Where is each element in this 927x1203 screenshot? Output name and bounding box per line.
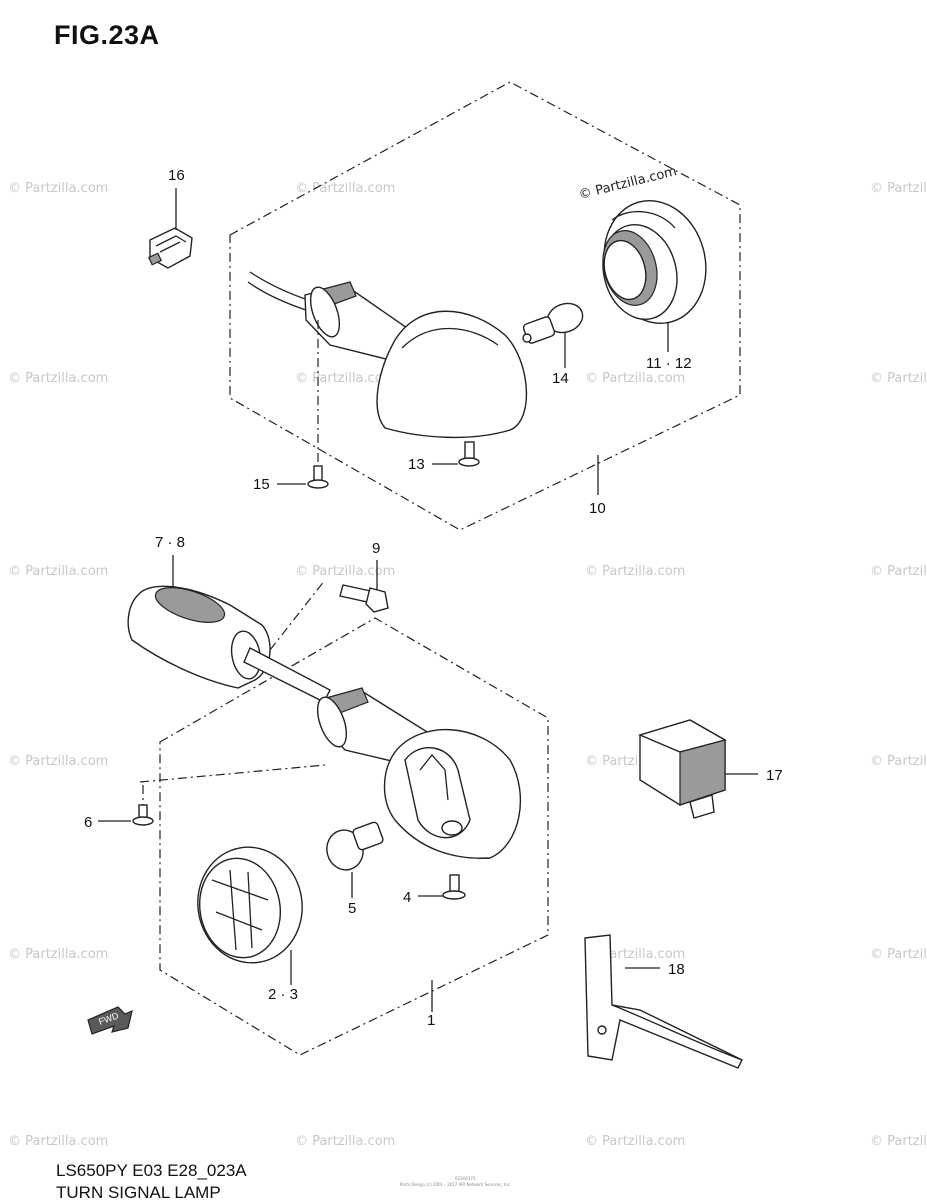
callout-17: 17	[766, 767, 783, 784]
watermark-text: © Partzilla.com	[870, 754, 927, 769]
callout-9: 9	[372, 540, 380, 557]
figure-title: FIG.23A	[54, 20, 160, 50]
callout-7-8: 7 · 8	[155, 534, 185, 551]
watermark-text: © Partzilla.com	[295, 181, 395, 196]
part-4-screw	[418, 874, 466, 900]
watermark-text: © Partzilla.com	[8, 947, 108, 962]
part-17-relay	[637, 719, 758, 819]
watermark-text: © Partzilla.com	[8, 564, 108, 579]
part-6-screw	[98, 785, 154, 826]
watermark-text: © Partzilla.com	[295, 1134, 395, 1149]
part-13-screw	[432, 441, 480, 467]
watermark-text: © Partzilla.com	[870, 181, 927, 196]
part-2-3-lens	[197, 846, 303, 985]
watermark-main: © Partzilla.com	[577, 164, 678, 203]
tiny-code: 023A0173	[455, 1176, 476, 1181]
callout-1: 1	[427, 1012, 435, 1029]
watermarks: © Partzilla.com © Partzilla.com © Partzi…	[8, 164, 927, 1149]
callout-14: 14	[552, 370, 569, 387]
watermark-text: © Partzilla.com	[870, 1134, 927, 1149]
watermark-text: © Partzilla.com	[295, 564, 395, 579]
callout-11-12: 11 · 12	[646, 355, 692, 372]
watermark-text: © Partzilla.com	[8, 371, 108, 386]
callout-15: 15	[253, 476, 270, 493]
watermark-text: © Partzilla.com	[585, 1134, 685, 1149]
watermark-text: © Partzilla.com	[295, 371, 395, 386]
section-name: TURN SIGNAL LAMP	[56, 1183, 221, 1202]
part-18-bracket	[584, 934, 743, 1069]
watermark-text: © Partzilla.com	[870, 947, 927, 962]
tiny-copyright: Parts Design (c) 2001 - 2017 ARI Network…	[400, 1182, 512, 1187]
watermark-text: © Partzilla.com	[870, 371, 927, 386]
fwd-arrow-icon: FWD	[87, 1006, 133, 1035]
watermark-text: © Partzilla.com	[585, 564, 685, 579]
model-code: LS650PY E03 E28_023A	[56, 1161, 247, 1180]
callout-16: 16	[168, 167, 185, 184]
part-11-12-lens	[602, 200, 707, 352]
part-7-8-bracket	[127, 555, 271, 689]
callout-6: 6	[84, 814, 92, 831]
part-14-bulb	[522, 302, 584, 368]
callout-13: 13	[408, 456, 425, 473]
part-9-bolt	[339, 560, 389, 613]
watermark-text: © Partzilla.com	[870, 564, 927, 579]
watermark-text: © Partzilla.com	[8, 754, 108, 769]
assembly-1-outline	[159, 617, 549, 1056]
callout-5: 5	[348, 900, 356, 917]
part-10-turn-signal-housing	[247, 271, 528, 439]
part-16-clip	[147, 188, 193, 269]
part-1-turn-signal-housing	[139, 687, 522, 1012]
watermark-text: © Partzilla.com	[8, 181, 108, 196]
callout-10: 10	[589, 500, 606, 517]
part-15-screw	[277, 320, 329, 489]
watermark-text: © Partzilla.com	[585, 371, 685, 386]
part-5-bulb	[326, 821, 384, 898]
watermark-text: © Partzilla.com	[8, 1134, 108, 1149]
callout-2-3: 2 · 3	[268, 986, 298, 1003]
callout-18: 18	[668, 961, 685, 978]
callout-4: 4	[403, 889, 411, 906]
